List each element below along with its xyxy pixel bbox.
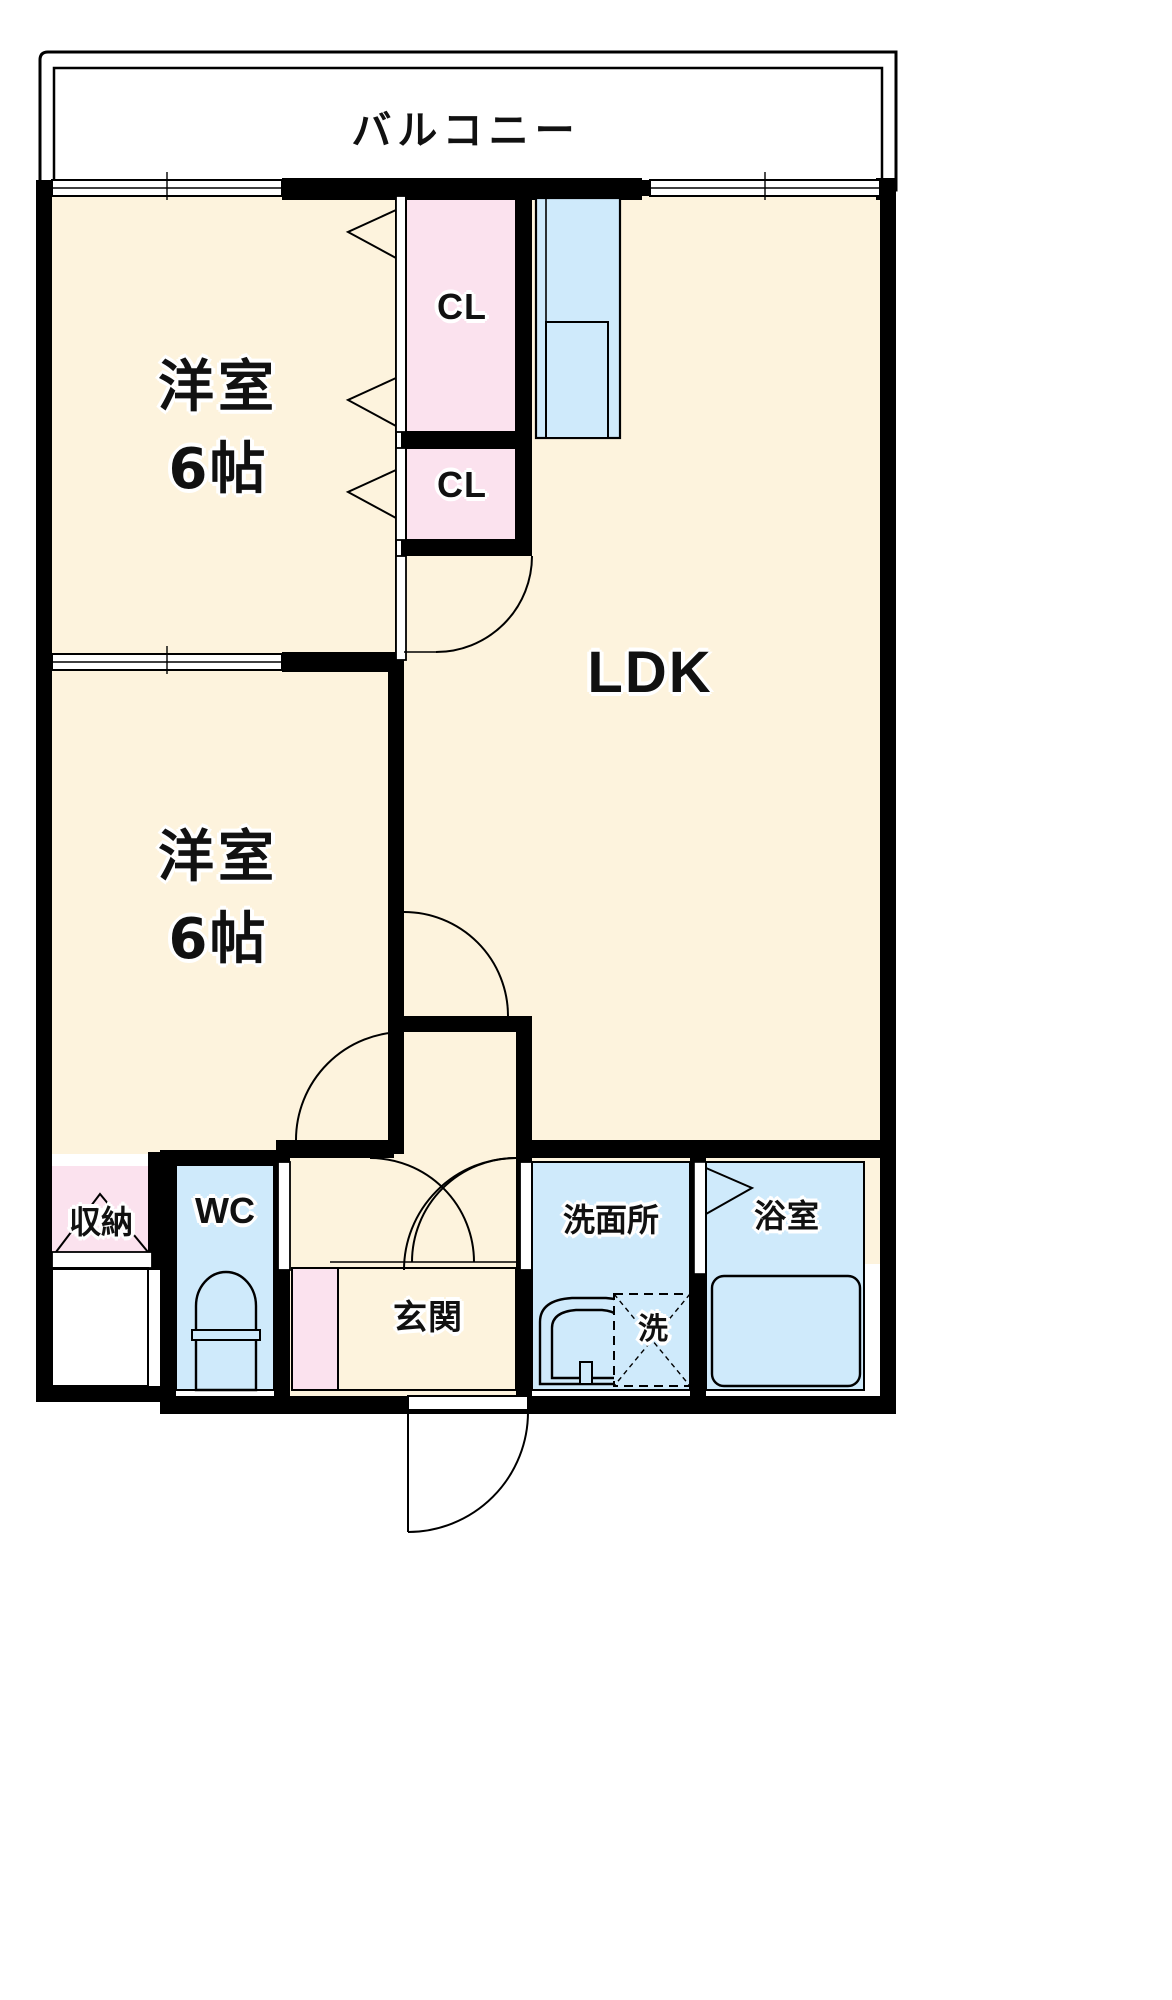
balcony-area [38, 50, 898, 192]
door-washroom-panel [519, 1161, 533, 1271]
room-outlines [51, 195, 865, 1391]
door-cl-lower [345, 469, 397, 519]
door-bed1-ldk [404, 555, 533, 653]
kitchen-sink-counter [534, 196, 622, 440]
window-ldk-north [649, 172, 881, 200]
closet-lower-fill [406, 444, 516, 540]
door-hall-left [295, 1031, 405, 1152]
closet-door-panels [395, 195, 407, 661]
toilet-fixture [191, 1270, 261, 1392]
wash-basin [538, 1296, 638, 1386]
door-washroom [403, 1157, 517, 1271]
washing-machine-slot [613, 1293, 691, 1387]
storage-fill [48, 1166, 154, 1266]
window-bed1-north [51, 172, 283, 200]
door-cl-upper [345, 209, 397, 427]
window-bed2-north [51, 646, 283, 674]
door-bath [693, 1161, 755, 1275]
closet-upper-fill [406, 196, 516, 438]
bath-tub [710, 1274, 862, 1388]
shoe-closet-fill [292, 1268, 338, 1390]
door-bed2-hall [403, 911, 509, 1017]
door-wc [277, 1161, 291, 1271]
door-entrance [407, 1395, 529, 1533]
